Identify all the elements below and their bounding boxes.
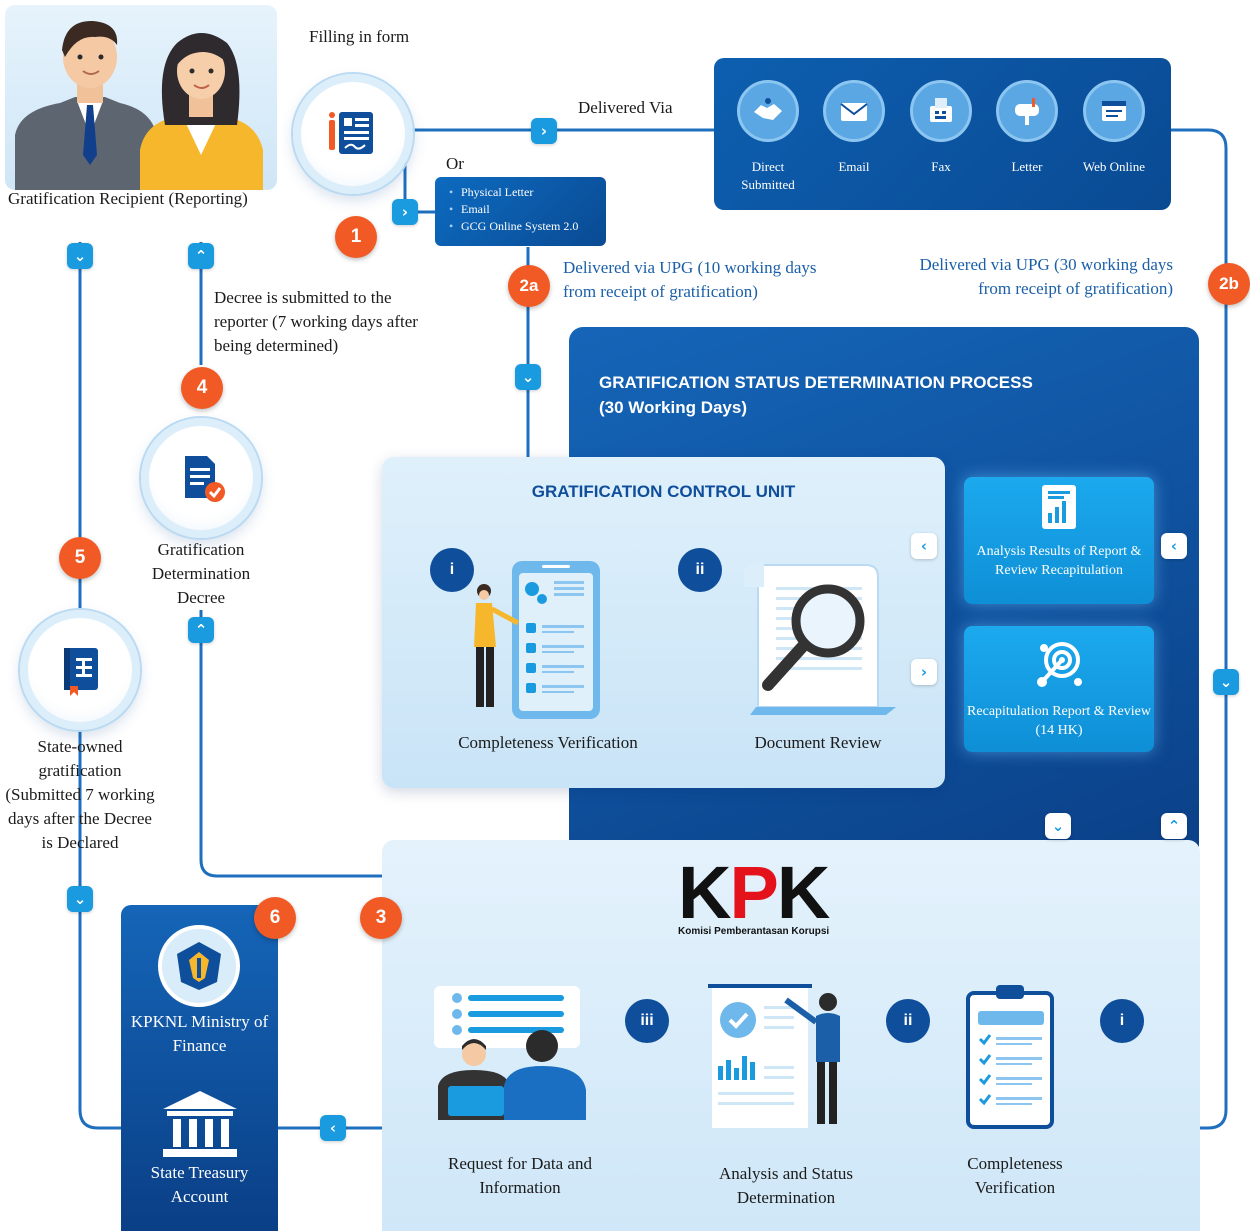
channel-label: Email: [838, 159, 870, 174]
kpk-step-label: Request for Data and Information: [448, 1154, 592, 1197]
upg-30-label: Delivered via UPG (30 working days from …: [919, 255, 1173, 298]
treasury-account-label: State Treasury Account: [150, 1163, 249, 1206]
chevron-left-icon: ‹: [320, 1115, 346, 1141]
step-iii-badge: iii: [625, 999, 669, 1043]
step-6-badge: 6: [254, 897, 296, 939]
step-2a-badge: 2a: [508, 265, 550, 307]
target-icon: [1037, 642, 1082, 687]
analysis-results-label: Analysis Results of Report & Review Reca…: [976, 544, 1142, 578]
filling-label: Filling in form: [309, 27, 410, 46]
channel-label: Fax: [931, 159, 951, 174]
state-owned-node: [20, 610, 140, 730]
recipient-label: Gratification Recipient (Reporting): [8, 189, 248, 208]
or-label: Or: [446, 154, 464, 173]
analysis-results-box: Analysis Results of Report & Review Reca…: [964, 477, 1154, 604]
chevron-up-icon: ⌃: [188, 617, 214, 643]
chevron-right-icon: ›: [911, 659, 937, 685]
option-email: Email: [449, 201, 596, 218]
step-3-badge: 3: [360, 897, 402, 939]
kpk-panel: KPK Komisi Pemberantasan Korupsi iii ii …: [382, 840, 1200, 1231]
channel-letter: Letter: [987, 80, 1067, 176]
decree-submitted-label: Decree is submitted to the reporter (7 w…: [214, 288, 418, 355]
report-chart-icon: [1042, 485, 1076, 529]
channel-label: Letter: [1011, 159, 1043, 174]
process-subtitle: (30 Working Days): [599, 398, 748, 417]
recap-report-box: Recapitulation Report & Review (14 HK): [964, 626, 1154, 752]
treasury-building-icon: [163, 1091, 237, 1157]
handshake-icon: [737, 80, 799, 142]
channel-direct: Direct Submitted: [728, 80, 808, 194]
step-4-badge: 4: [181, 367, 223, 409]
process-title: GRATIFICATION STATUS DETERMINATION PROCE…: [599, 373, 1033, 392]
alternative-channels-box: Physical Letter Email GCG Online System …: [435, 177, 606, 246]
chevron-up-icon: ⌃: [188, 243, 214, 269]
kpk-step-label: Completeness Verification: [967, 1154, 1063, 1197]
form-node: [293, 74, 413, 194]
gcu-title: GRATIFICATION CONTROL UNIT: [531, 482, 796, 501]
kpknl-panel: KPKNL Ministry of Finance State Treasury…: [121, 905, 278, 1231]
chevron-down-icon: ⌄: [515, 364, 541, 390]
chevron-up-icon: ⌃: [1161, 813, 1187, 839]
form-icon: [329, 112, 373, 154]
step-ii-badge: ii: [886, 999, 930, 1043]
channel-web: Web Online: [1074, 80, 1154, 176]
option-gcg-online: GCG Online System 2.0: [449, 218, 596, 235]
kpknl-name: KPKNL Ministry of Finance: [130, 1012, 269, 1055]
chevron-down-icon: ⌄: [1045, 813, 1071, 839]
ministry-emblem: [158, 925, 240, 1007]
kpk-tagline: Komisi Pemberantasan Korupsi: [678, 926, 830, 937]
step-i-badge: i: [1100, 999, 1144, 1043]
channel-label: Web Online: [1082, 159, 1146, 174]
step-ii-badge: ii: [678, 548, 722, 592]
verification-illustration: [474, 561, 600, 719]
step-i-badge: i: [430, 548, 474, 592]
book-icon: [64, 648, 98, 696]
document-check-icon: [185, 456, 225, 502]
gcu-step-label: Document Review: [754, 733, 882, 752]
channel-email: Email: [814, 80, 894, 176]
channel-fax: Fax: [901, 80, 981, 176]
browser-icon: [1083, 80, 1145, 142]
state-owned-label: State-owned gratification (Submitted 7 w…: [5, 737, 155, 852]
recap-report-label: Recapitulation Report & Review (14 HK): [967, 704, 1151, 738]
chevron-right-icon: ›: [392, 199, 418, 225]
delivered-via-label: Delivered Via: [578, 98, 673, 117]
option-physical-letter: Physical Letter: [449, 184, 596, 201]
gcu-step-label: Completeness Verification: [458, 733, 638, 752]
chevron-right-icon: ›: [531, 118, 557, 144]
chevron-down-icon: ⌄: [1213, 669, 1239, 695]
delivery-channels-panel: Direct Submitted Email Fax Letter Web On…: [714, 58, 1171, 210]
mailbox-icon: [996, 80, 1058, 142]
chevron-left-icon: ‹: [911, 533, 937, 559]
recipient-illustration: [5, 5, 277, 190]
fax-icon: [910, 80, 972, 142]
step-5-badge: 5: [59, 537, 101, 579]
chevron-down-icon: ⌄: [67, 886, 93, 912]
analysis-illustration: [708, 984, 840, 1128]
decree-node: [141, 418, 261, 538]
request-data-illustration: [434, 986, 586, 1120]
email-icon: [823, 80, 885, 142]
document-review-illustration: [744, 563, 896, 715]
kpk-logo: KPK: [678, 851, 830, 934]
kpk-step-label: Analysis and Status Determination: [718, 1164, 854, 1207]
upg-10-label: Delivered via UPG (10 working days from …: [563, 258, 817, 301]
step-1-badge: 1: [335, 216, 377, 258]
chevron-down-icon: ⌄: [67, 243, 93, 269]
chevron-left-icon: ‹: [1161, 533, 1187, 559]
step-2b-badge: 2b: [1208, 263, 1250, 305]
checklist-illustration: [966, 985, 1054, 1129]
channel-label: Direct Submitted: [741, 159, 795, 192]
determination-decree-label: Gratification Determination Decree: [151, 540, 251, 607]
gratification-control-unit-panel: GRATIFICATION CONTROL UNIT i ii Complete…: [382, 457, 945, 788]
